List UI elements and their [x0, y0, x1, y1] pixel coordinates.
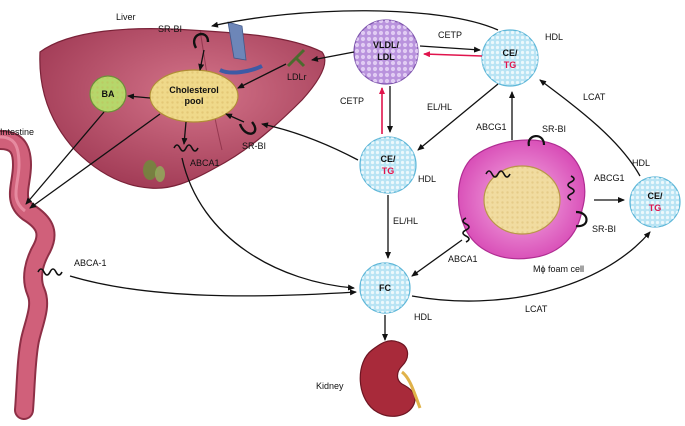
abca1-intestine-receptor [37, 268, 63, 276]
hdl-top-particle: CE/ TG [481, 29, 539, 87]
abca1-liver-receptor [173, 144, 199, 152]
kidney-label: Kidney [316, 381, 344, 391]
pathway-arrows [25, 10, 651, 341]
hdl-top-label: HDL [545, 32, 563, 42]
intestine-tube [0, 130, 56, 420]
srbi-liver-top-label: SR-BI [158, 24, 182, 34]
cetp-left-label: CETP [340, 96, 364, 106]
cholesterol-label-line2: pool [185, 96, 204, 106]
ce-mid-label: CE/ [380, 154, 396, 164]
lcat-top-label: LCAT [583, 92, 606, 102]
bile-acid-node: BA [89, 75, 127, 113]
srbi-mac-right-label: SR-BI [592, 224, 616, 234]
ldlr-label: LDLr [287, 72, 307, 82]
elhl-top-label: EL/HL [427, 102, 452, 112]
srbi-mac-top-label: SR-BI [542, 124, 566, 134]
hdl-mid-label: HDL [418, 174, 436, 184]
vldl-ldl-particle: VLDL/ LDL [353, 19, 419, 85]
fc-particle: FC [359, 262, 411, 314]
hdl-right-particle: CE/ TG [629, 176, 681, 228]
ce-top-label: CE/ [502, 48, 518, 58]
srbi-liver-top-receptor [193, 32, 210, 49]
hdl-right-label: HDL [632, 158, 650, 168]
ldlr-receptor [286, 48, 306, 68]
abca1-intestine-label: ABCA-1 [74, 258, 107, 268]
abcg1-right-label: ABCG1 [594, 173, 625, 183]
cholesterol-label-line1: Cholesterol [169, 85, 219, 95]
liver-label: Liver [116, 12, 136, 22]
srbi-liver-mid-label: SR-BI [242, 141, 266, 151]
hdl-fc-label: HDL [414, 312, 432, 322]
elhl-mid-label: EL/HL [393, 216, 418, 226]
tg-right-label: TG [649, 203, 662, 213]
macrophage-foam-cell [457, 135, 588, 260]
foam-cell-label: Mϕ foam cell [533, 264, 584, 274]
tg-mid-label: TG [382, 166, 395, 176]
abca1-mac-label: ABCA1 [448, 254, 478, 264]
tg-top-label: TG [504, 60, 517, 70]
srbi-liver-mid-receptor [238, 121, 257, 135]
hdl-mid-particle: CE/ TG [359, 136, 417, 194]
intestine-label: Intestine [0, 127, 34, 137]
abcg1-left-label: ABCG1 [476, 122, 507, 132]
ce-right-label: CE/ [647, 191, 663, 201]
cholesterol-pool-node: Cholesterol pool [149, 69, 239, 123]
fc-label: FC [379, 283, 391, 293]
kidney-organ [359, 340, 422, 417]
vldl-label-line1: VLDL/ [373, 40, 399, 50]
ba-label: BA [102, 89, 115, 99]
abca1-liver-label: ABCA1 [190, 158, 220, 168]
vldl-label-line2: LDL [377, 52, 395, 62]
lcat-bottom-label: LCAT [525, 304, 548, 314]
cetp-top-label: CETP [438, 30, 462, 40]
